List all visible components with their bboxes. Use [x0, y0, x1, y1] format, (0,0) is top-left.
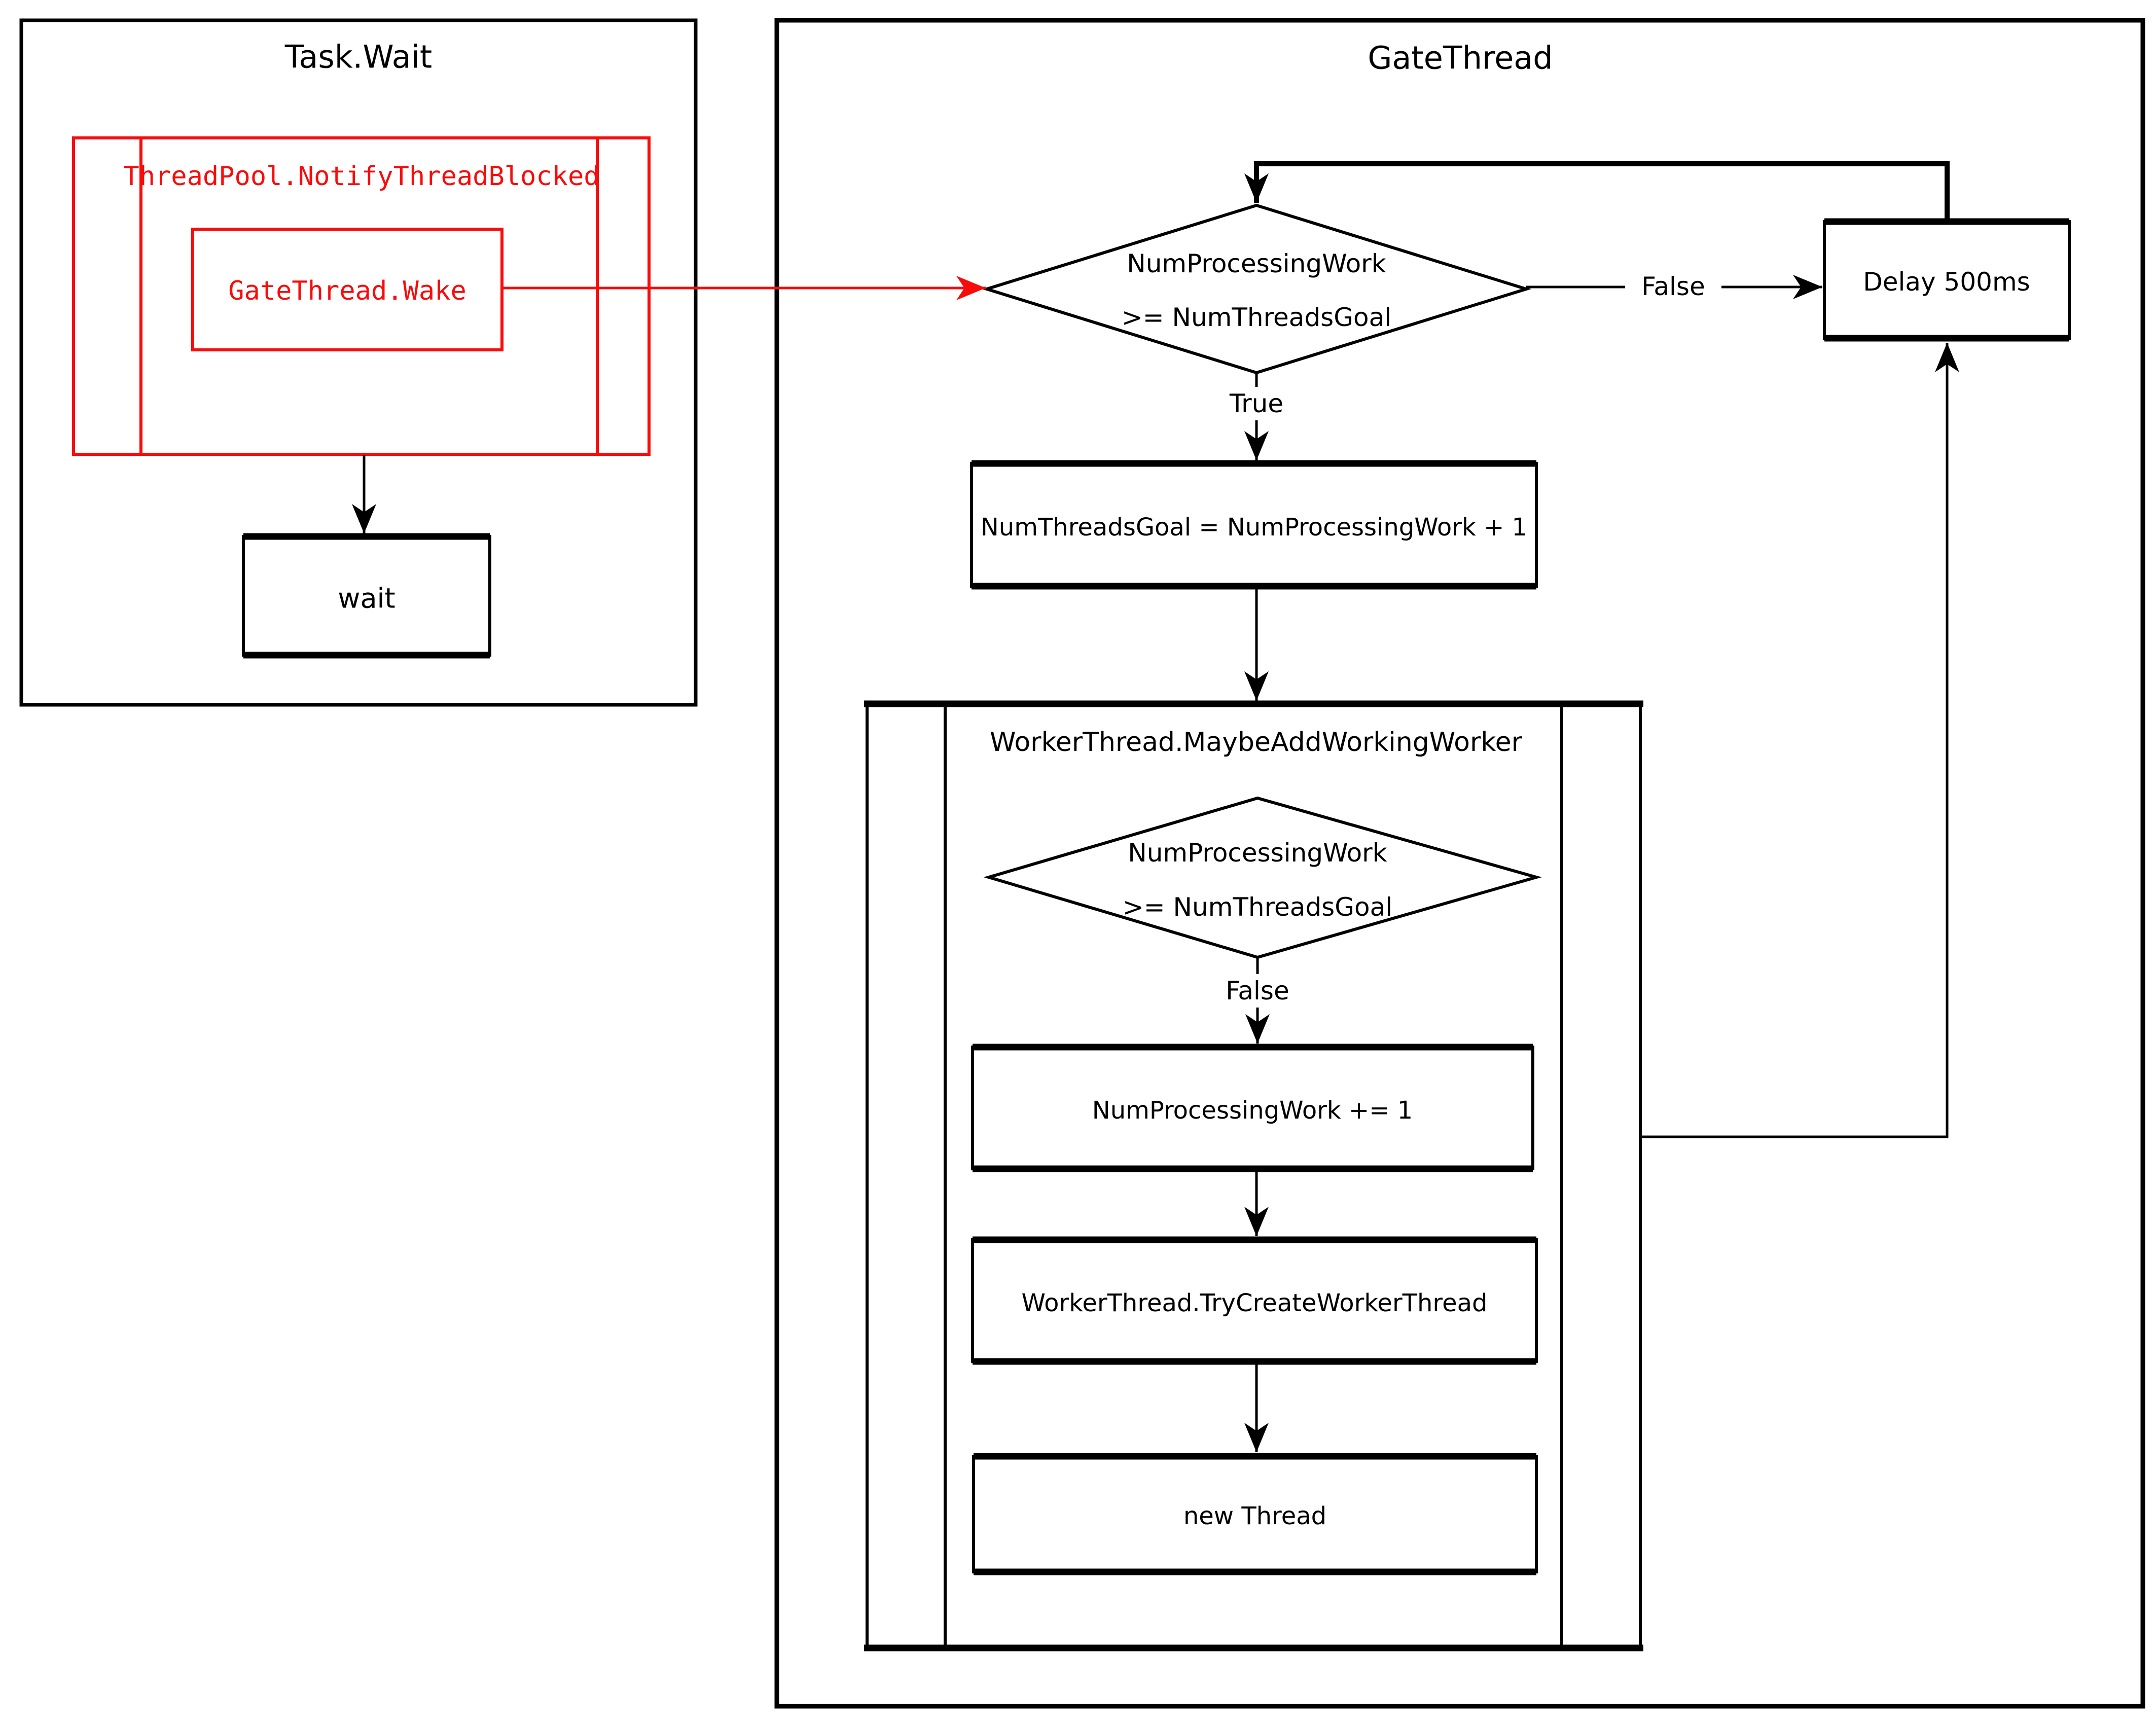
- false-top-label: False: [1641, 272, 1705, 301]
- notify-thread-blocked-subroutine: ThreadPool.NotifyThreadBlocked GateThrea…: [72, 136, 651, 456]
- maybe-add-title: WorkerThread.MaybeAddWorkingWorker: [990, 727, 1523, 758]
- notify-thread-blocked-label: ThreadPool.NotifyThreadBlocked: [123, 161, 599, 192]
- set-goal-node: NumThreadsGoal = NumProcessingWork + 1: [970, 460, 1538, 590]
- increment-node: NumProcessingWork += 1: [971, 1044, 1534, 1172]
- decision2-line2: >= NumThreadsGoal: [1123, 892, 1392, 922]
- task-wait-container: Task.Wait ThreadPool.NotifyThreadBlocked…: [19, 18, 698, 707]
- notify-thread-blocked-frame: [72, 136, 651, 456]
- delay-node: Delay 500ms: [1823, 218, 2071, 342]
- wait-node: wait: [242, 533, 491, 659]
- new-thread-label: new Thread: [1183, 1502, 1326, 1530]
- try-create-node: WorkerThread.TryCreateWorkerThread: [971, 1236, 1538, 1365]
- maybe-add-working-worker-subroutine: WorkerThread.MaybeAddWorkingWorker NumPr…: [864, 700, 1643, 1651]
- delay-label: Delay 500ms: [1863, 267, 2030, 297]
- false-top-label-bg: [1625, 270, 1721, 303]
- edge-return-to-delay: [1640, 343, 1959, 1138]
- try-create-label: WorkerThread.TryCreateWorkerThread: [1021, 1289, 1487, 1317]
- edge-delay-loop-to-decision: [1244, 161, 1950, 223]
- decision1-line2: >= NumThreadsGoal: [1122, 303, 1391, 332]
- decision-inner-diamond: [983, 796, 1542, 959]
- gate-thread-wake-label: GateThread.Wake: [228, 276, 466, 306]
- false-inner-label: False: [1226, 976, 1289, 1005]
- new-thread-node: new Thread: [972, 1453, 1538, 1575]
- new-thread-box: [972, 1455, 1538, 1573]
- false-inner-label-bg: [1210, 974, 1307, 1008]
- gate-thread-wake-box: [191, 228, 504, 351]
- set-goal-box: [970, 462, 1538, 588]
- gate-thread-title: GateThread: [1368, 40, 1553, 77]
- task-wait-frame: [19, 18, 698, 707]
- decision1-line1: NumProcessingWork: [1127, 249, 1386, 278]
- gate-thread-frame: [774, 18, 2145, 1709]
- gate-thread-container: GateThread NumProcessingWork >= NumThrea…: [774, 18, 2145, 1709]
- task-wait-title: Task.Wait: [284, 39, 432, 76]
- wait-label: wait: [338, 583, 395, 615]
- true-label: True: [1229, 389, 1283, 418]
- set-goal-label: NumThreadsGoal = NumProcessingWork + 1: [981, 513, 1527, 542]
- true-label-bg: [1223, 387, 1290, 420]
- decision2-line1: NumProcessingWork: [1128, 838, 1387, 868]
- increment-label: NumProcessingWork += 1: [1092, 1096, 1413, 1125]
- decision-threads-goal-diamond: [981, 203, 1532, 375]
